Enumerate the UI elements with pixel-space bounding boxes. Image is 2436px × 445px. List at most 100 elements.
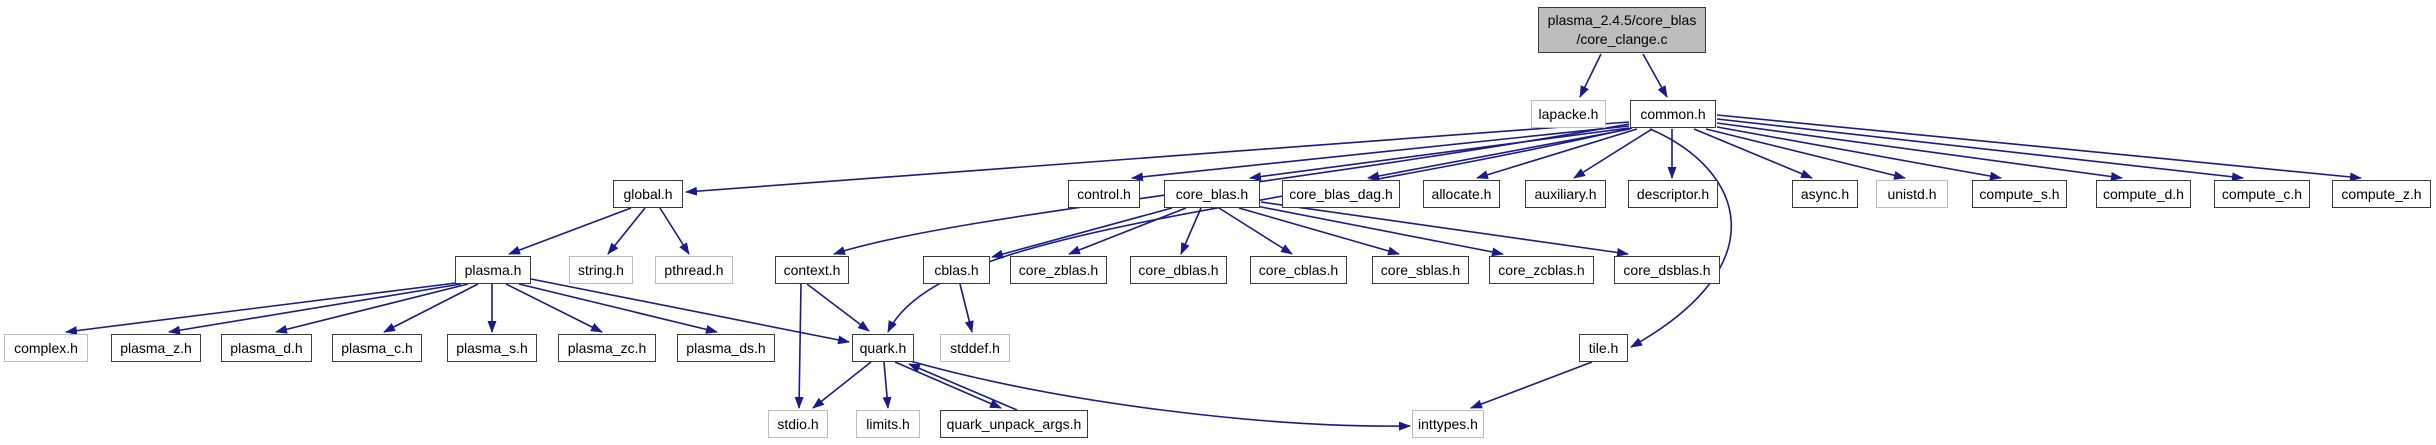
edge-common_h->control_h (1131, 125, 1630, 182)
node-label: cblas.h (934, 262, 979, 278)
node-core_sblas_h[interactable]: core_sblas.h (1372, 256, 1469, 284)
node-label: core_dsblas.h (1623, 262, 1711, 278)
node-label: core_zcblas.h (1498, 262, 1585, 278)
edge-quark_unpack_args_h->quark_h (908, 363, 1018, 411)
node-label: core_blas.h (1175, 186, 1249, 202)
edge-common_h->core_blas_dag_h (1367, 128, 1631, 181)
edge-core_blas_h->core_dblas_h (1180, 207, 1202, 255)
edge-common_h->unistd_h (1705, 128, 1906, 180)
node-core_dblas_h[interactable]: core_dblas.h (1130, 256, 1227, 284)
node-core_dsblas_h[interactable]: core_dsblas.h (1614, 256, 1720, 284)
edge-plasma_h->plasma_d_h (275, 283, 469, 334)
node-plasma_h[interactable]: plasma.h (455, 256, 531, 284)
node-label: lapacke.h (1538, 106, 1599, 122)
node-label: plasma_ds.h (686, 340, 766, 356)
node-label: control.h (1077, 186, 1131, 202)
node-plasma_zc_h[interactable]: plasma_zc.h (558, 334, 656, 362)
node-descriptor_h[interactable]: descriptor.h (1628, 180, 1718, 208)
node-string_h[interactable]: string.h (569, 256, 633, 284)
node-auxiliary_h[interactable]: auxiliary.h (1525, 180, 1606, 208)
edge-quark_h->quark_unpack_args_h (894, 361, 1002, 409)
node-core_cblas_h[interactable]: core_cblas.h (1250, 256, 1347, 284)
edge-common_h->auxiliary_h (1573, 128, 1653, 179)
node-lapacke_h[interactable]: lapacke.h (1531, 100, 1606, 128)
edge-common_h->async_h (1693, 128, 1813, 179)
edge-core_blas_h->core_zcblas_h (1255, 205, 1504, 257)
node-label: compute_c.h (2221, 186, 2303, 202)
edge-quark_h->stdio_h (812, 361, 872, 409)
node-label: pthread.h (664, 262, 724, 278)
node-label-line: /core_clange.c (1576, 31, 1668, 47)
edge-common_h->compute_d_h (1716, 122, 2123, 181)
node-control_h[interactable]: control.h (1068, 180, 1140, 208)
node-core_blas_h[interactable]: core_blas.h (1164, 180, 1260, 208)
edge-tile_h->inttypes_h (1470, 361, 1593, 409)
node-label: global.h (623, 186, 673, 202)
node-label: core_blas_dag.h (1289, 186, 1393, 202)
node-label: string.h (578, 262, 624, 278)
node-stdio_h[interactable]: stdio.h (768, 410, 828, 438)
node-core_blas_dag_h[interactable]: core_blas_dag.h (1282, 180, 1400, 208)
node-context_h[interactable]: context.h (775, 256, 849, 284)
node-label: core_cblas.h (1258, 262, 1339, 278)
node-label: compute_s.h (1979, 186, 2060, 202)
node-common_h[interactable]: common.h (1630, 100, 1716, 128)
node-cblas_h[interactable]: cblas.h (923, 256, 990, 284)
edge-core_blas_h->core_dsblas_h (1260, 201, 1629, 257)
node-unistd_h[interactable]: unistd.h (1876, 180, 1948, 208)
edge-quark_h->limits_h (882, 361, 892, 409)
edge-common_h->compute_z_h (1716, 114, 2362, 182)
edge-global_h->plasma_h (508, 207, 632, 255)
node-inttypes_h[interactable]: inttypes.h (1412, 410, 1484, 438)
node-label: complex.h (14, 340, 78, 356)
node-label: unistd.h (1887, 186, 1937, 202)
node-label: auxiliary.h (1534, 186, 1597, 202)
edge-plasma_h->plasma_c_h (383, 283, 479, 333)
node-async_h[interactable]: async.h (1792, 180, 1858, 208)
edge-core_clange_c->lapacke_h (1579, 53, 1602, 98)
node-global_h[interactable]: global.h (613, 180, 683, 208)
node-compute_d_h[interactable]: compute_d.h (2096, 180, 2191, 208)
node-label: plasma.h (464, 262, 522, 278)
edge-cblas_h->stddef_h (959, 283, 974, 333)
edge-plasma_h->plasma_zc_h (505, 283, 603, 333)
node-core_clange_c[interactable]: plasma_2.4.5/core_blas/core_clange.c (1538, 7, 1706, 53)
edge-plasma_h->quark_h (530, 278, 850, 345)
node-plasma_z_h[interactable]: plasma_z.h (111, 334, 201, 362)
edge-plasma_h->plasma_ds_h (518, 283, 718, 334)
node-plasma_c_h[interactable]: plasma_c.h (332, 334, 422, 362)
node-compute_z_h[interactable]: compute_z.h (2332, 180, 2431, 208)
node-core_zcblas_h[interactable]: core_zcblas.h (1489, 256, 1594, 284)
node-plasma_d_h[interactable]: plasma_d.h (221, 334, 312, 362)
edge-common_h->core_blas_h (1249, 127, 1630, 182)
node-label: plasma_z.h (120, 340, 192, 356)
node-label: compute_z.h (2341, 186, 2422, 202)
node-quark_unpack_args_h[interactable]: quark_unpack_args.h (940, 410, 1088, 438)
node-label: stddef.h (950, 340, 1000, 356)
edge-core_blas_h->core_cblas_h (1218, 207, 1293, 255)
node-limits_h[interactable]: limits.h (856, 410, 920, 438)
node-label: descriptor.h (1636, 186, 1710, 202)
node-allocate_h[interactable]: allocate.h (1423, 180, 1500, 208)
node-tile_h[interactable]: tile.h (1579, 334, 1628, 362)
node-label: core_dblas.h (1138, 262, 1219, 278)
node-plasma_s_h[interactable]: plasma_s.h (447, 334, 537, 362)
node-label: inttypes.h (1418, 416, 1478, 432)
node-label: limits.h (866, 416, 910, 432)
node-stddef_h[interactable]: stddef.h (940, 334, 1010, 362)
edge-common_h->compute_c_h (1716, 118, 2244, 182)
node-compute_s_h[interactable]: compute_s.h (1972, 180, 2067, 208)
edge-plasma_h->plasma_z_h (168, 283, 462, 335)
node-compute_c_h[interactable]: compute_c.h (2214, 180, 2310, 208)
edge-core_blas_h->core_zblas_h (1068, 207, 1187, 255)
node-label: quark.h (859, 340, 907, 356)
node-label: plasma_d.h (230, 340, 303, 356)
node-plasma_ds_h[interactable]: plasma_ds.h (677, 334, 775, 362)
node-core_zblas_h[interactable]: core_zblas.h (1010, 256, 1107, 284)
node-quark_h[interactable]: quark.h (852, 334, 914, 362)
node-complex_h[interactable]: complex.h (4, 334, 88, 362)
node-pthread_h[interactable]: pthread.h (655, 256, 733, 284)
node-label: core_zblas.h (1018, 262, 1099, 278)
